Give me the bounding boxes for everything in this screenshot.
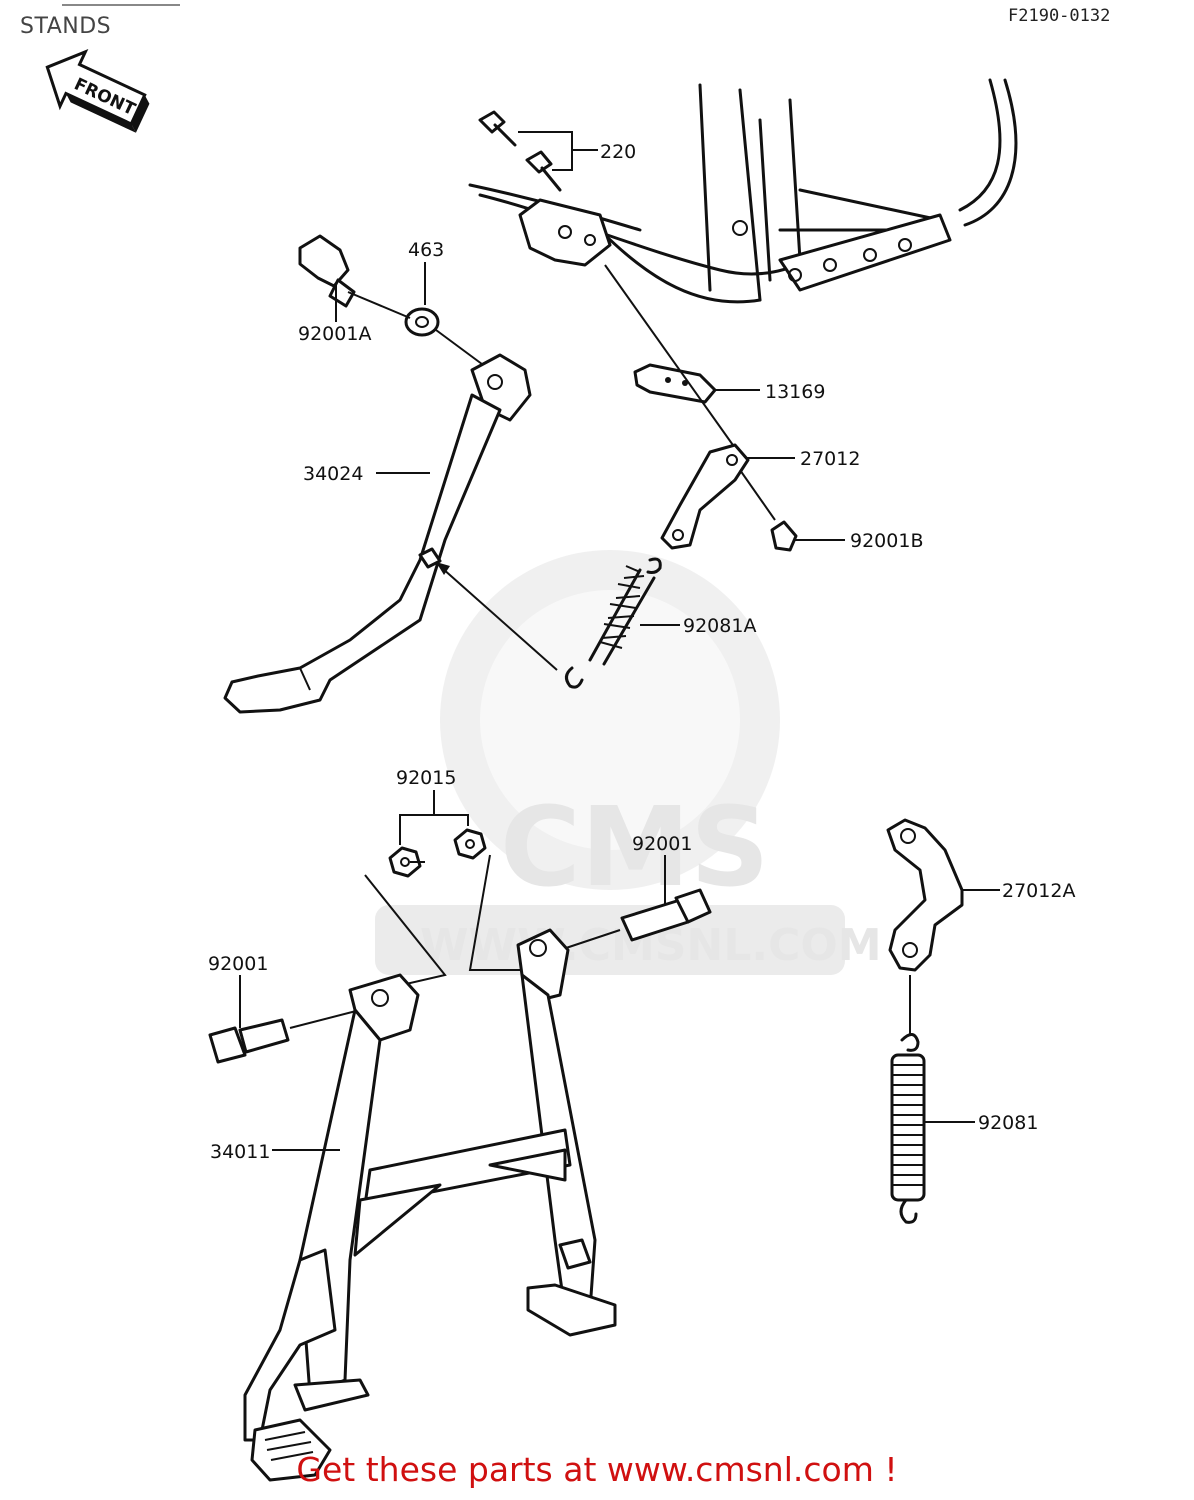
bolt-92001a-icon (298, 234, 491, 371)
label-463: 463 (408, 239, 444, 261)
front-arrow-icon: FRONT (45, 49, 150, 133)
bolt-220-icon (478, 110, 598, 192)
label-92015: 92015 (396, 767, 456, 789)
label-92001-left: 92001 (208, 953, 268, 975)
washer-463-icon (404, 262, 440, 337)
bolt-92001-left-icon (208, 975, 361, 1064)
watermark-logo: CMS (500, 783, 769, 911)
label-92081a: 92081A (683, 615, 756, 637)
figure-code: F2190-0132 (1008, 6, 1111, 26)
bolt-92001b-icon (770, 520, 845, 552)
label-27012: 27012 (800, 448, 860, 470)
footer-cta-link[interactable]: Get these parts at www.cmsnl.com ! (296, 1450, 898, 1489)
bracket-27012a-icon (886, 818, 1000, 1035)
label-27012a: 27012A (1002, 880, 1075, 902)
frame-section (468, 78, 1018, 304)
cms-watermark: CMS WWW.CMSNL.COM (375, 550, 882, 975)
label-220: 220 (600, 141, 636, 163)
side-stand-34024 (223, 353, 532, 714)
label-92001a: 92001A (298, 323, 371, 345)
spring-92081a-icon (565, 557, 680, 689)
bracket-27012-icon (660, 443, 795, 550)
header-rule (62, 4, 180, 6)
label-34024: 34024 (303, 463, 363, 485)
page-title: STANDS (20, 14, 112, 39)
bolt-92001-right-icon (544, 855, 712, 956)
label-34011: 34011 (210, 1141, 270, 1163)
label-92081: 92081 (978, 1112, 1038, 1134)
spring-92081-icon (890, 1033, 975, 1224)
label-92001-right: 92001 (632, 833, 692, 855)
label-92001b: 92001B (850, 530, 923, 552)
center-stand-34011 (243, 928, 617, 1482)
label-13169: 13169 (765, 381, 825, 403)
plate-13169-icon (604, 264, 760, 456)
